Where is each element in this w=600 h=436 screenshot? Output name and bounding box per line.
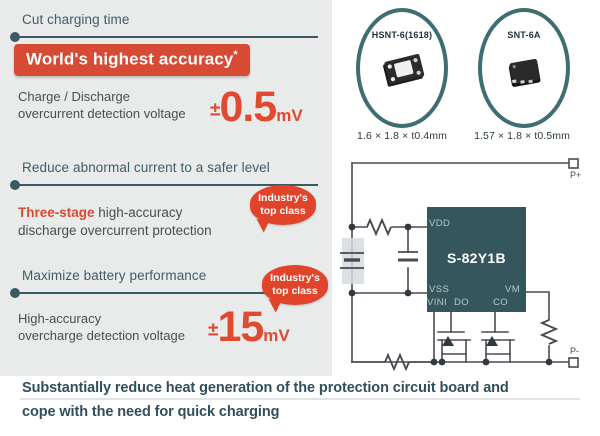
feature-1-pill-asterisk: * <box>233 49 238 61</box>
terminal-negative-icon <box>568 357 579 368</box>
feature-1-value: ±0.5mV <box>210 86 303 129</box>
badge-line-2: top class <box>260 205 306 217</box>
feature-2-body-line1: Three-stage high-accuracy <box>18 204 182 221</box>
protection-circuit-diagram: VDD VSS VINI DO CO VM S-82Y1B P+ P- <box>330 150 600 380</box>
terminal-positive-icon <box>568 158 579 169</box>
resistor-icon <box>366 217 392 237</box>
feature-3-body-line2: overcharge detection voltage <box>18 328 185 343</box>
industry-top-class-badge-1: Industry's top class <box>250 185 316 234</box>
divider-line <box>18 36 318 39</box>
capacitor-icon <box>398 251 418 262</box>
feature-1-plusminus: ± <box>210 99 220 121</box>
feature-3-rule <box>10 288 322 298</box>
feature-1-body-line2: overcurrent detection voltage <box>18 106 186 121</box>
package-1-dimensions: 1.6 × 1.8 × t0.4mm <box>357 130 447 142</box>
feature-2-body-line2: discharge overcurrent protection <box>18 223 212 238</box>
feature-1-pill: World's highest accuracy* <box>14 44 250 76</box>
feature-3-body-line1: High-accuracy <box>18 311 102 326</box>
feature-1-headline: Cut charging time <box>22 12 130 27</box>
feature-3-value: ±15mV <box>208 306 290 349</box>
pin-label-co: CO <box>493 297 509 308</box>
pin-label-vini: VINI <box>427 297 448 308</box>
badge-line-1: Industry's <box>270 272 320 284</box>
divider-line <box>18 292 318 295</box>
package-2-photo-icon <box>508 58 541 87</box>
mosfet-diode-icon <box>486 336 498 346</box>
terminal-label-negative: P- <box>570 346 579 356</box>
package-2-name: SNT-6A <box>507 30 541 40</box>
feature-2-body-rest: high-accuracy <box>94 205 183 220</box>
feature-1-body-line1: Charge / Discharge <box>18 89 130 104</box>
mosfet-diode-icon <box>442 336 454 346</box>
feature-3-plusminus: ± <box>208 319 218 341</box>
feature-3-number: 15 <box>217 303 264 351</box>
feature-1-unit: mV <box>276 106 303 125</box>
bullet-dot-icon <box>10 288 20 298</box>
bullet-dot-icon <box>10 180 20 190</box>
resistor-icon <box>384 352 410 372</box>
terminal-label-positive: P+ <box>570 170 582 180</box>
banner-line-1: Substantially reduce heat generation of … <box>22 380 509 396</box>
industry-top-class-badge-2: Industry's top class <box>262 265 328 314</box>
resistor-icon <box>539 319 559 345</box>
ic-part-number: S-82Y1B <box>447 250 506 266</box>
badge-text-wrap: Industry's top class <box>270 272 320 298</box>
badge-tail-icon <box>253 218 270 234</box>
package-2-dimensions: 1.57 × 1.8 × t0.5mm <box>474 130 570 142</box>
feature-3-unit: mV <box>263 326 290 345</box>
feature-1-pill-label: World's highest accuracy <box>26 49 234 69</box>
badge-line-2: top class <box>272 285 318 297</box>
pin-label-do: DO <box>454 297 470 308</box>
feature-2-headline: Reduce abnormal current to a safer level <box>22 160 270 175</box>
feature-2-emphasis: Three-stage <box>18 205 95 220</box>
bottom-banner: Substantially reduce heat generation of … <box>0 376 600 436</box>
feature-1-rule <box>10 32 322 42</box>
feature-1-number: 0.5 <box>219 83 277 131</box>
badge-line-1: Industry's <box>258 192 308 204</box>
package-1-photo-icon <box>383 54 425 87</box>
divider-line <box>18 184 318 187</box>
pin-label-vss: VSS <box>429 284 450 295</box>
pin-label-vdd: VDD <box>429 218 451 229</box>
banner-line-2: cope with the need for quick charging <box>22 404 280 420</box>
ic-package-body <box>427 207 526 312</box>
package-1-name: HSNT-6(1618) <box>371 30 433 40</box>
banner-divider <box>20 398 580 400</box>
badge-tail-icon <box>265 298 282 314</box>
package-1-ring <box>356 8 448 128</box>
pin-label-vm: VM <box>505 284 521 295</box>
feature-3-headline: Maximize battery performance <box>22 268 207 283</box>
badge-text-wrap: Industry's top class <box>258 192 308 218</box>
bullet-dot-icon <box>10 32 20 42</box>
package-2-ring <box>478 8 570 128</box>
feature-2-rule <box>10 180 322 190</box>
